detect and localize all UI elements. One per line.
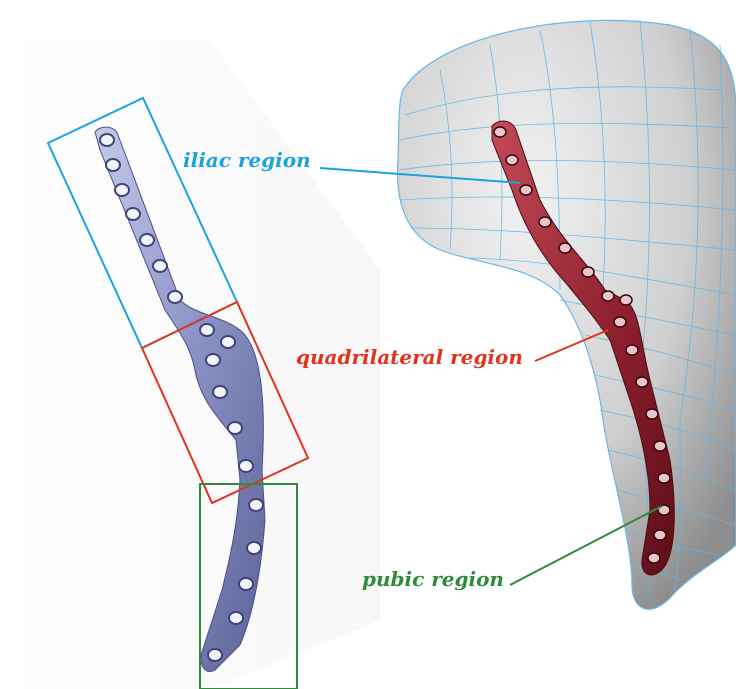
pubic-region-label: pubic region [362,567,504,591]
pelvis-bone-model [397,20,736,609]
quadrilateral-region-label: quadrilateral region [296,345,523,369]
iliac-region-label: iliac region [183,148,311,172]
